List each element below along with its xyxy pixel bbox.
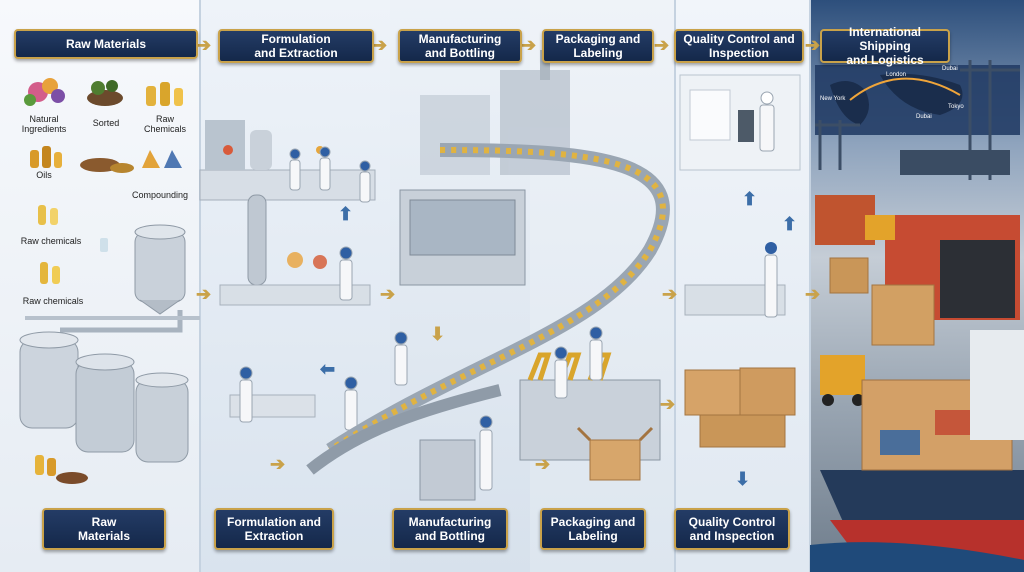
ingredient-basket-icon	[35, 455, 88, 484]
panel-divider	[674, 0, 676, 572]
small-bottles-icon	[38, 205, 108, 284]
map-city-dubai-2: Dubai	[916, 114, 932, 120]
pallet-boxes-icon	[684, 367, 796, 448]
bottom-label-manufacturing: Manufacturing and Bottling	[392, 508, 508, 550]
caption-compounding: Compounding	[131, 190, 189, 200]
caption-sorted: Sorted	[92, 118, 120, 128]
mixing-tank-icon	[134, 224, 186, 315]
lab-bench-icon	[199, 120, 376, 201]
qc-down-arrow-icon: ⬇	[735, 469, 751, 489]
caption-raw-chemicals-3: Raw chemicals	[22, 296, 84, 306]
flow-arrow-icon: ➔	[372, 35, 388, 55]
stage-label-packaging: Packaging and Labeling	[542, 29, 654, 63]
caption-raw-chemicals: Raw Chemicals	[143, 114, 186, 134]
return-arrow-icon: ⬅	[320, 359, 336, 379]
shipping-containers-icon	[815, 195, 1020, 320]
technician-figures-icon	[239, 146, 371, 431]
bottom-label-formulation: Formulation and Extraction	[214, 508, 334, 550]
stage-label-shipping: International Shipping and Logistics	[820, 25, 950, 67]
panel-divider	[199, 0, 201, 572]
map-city-dubai: Dubai	[942, 66, 958, 72]
flow-arrow-icon: ➔	[805, 35, 821, 55]
cargo-pallets-icon	[829, 257, 935, 346]
map-city-london: London	[886, 72, 907, 78]
spices-pile-icon	[80, 158, 134, 173]
sea-water-icon	[810, 542, 1024, 572]
flow-arrow-icon: ➔	[196, 35, 212, 55]
flow-arrow-icon: ➔	[662, 284, 678, 304]
oils-bottles-icon	[30, 146, 62, 168]
cargo-ship-icon	[820, 330, 1024, 560]
stage-label-manufacturing: Manufacturing and Bottling	[398, 29, 522, 63]
map-city-new-york: New York	[820, 96, 846, 102]
cargo-ship-distant-icon	[900, 150, 1010, 175]
sorted-herbs-icon	[87, 80, 123, 106]
bottom-label-raw-materials: Raw Materials	[42, 508, 166, 550]
packaging-workers-icon	[394, 326, 603, 491]
world-map-icon	[815, 65, 1020, 135]
caption-oils: Oils	[36, 170, 52, 180]
flow-arrow-icon: ➔	[660, 394, 676, 414]
bottom-label-packaging: Packaging and Labeling	[540, 508, 646, 550]
raw-chemicals-bottles-icon	[146, 82, 183, 106]
qc-up-arrow-icon: ⬆	[742, 189, 758, 209]
flow-arrow-icon: ➔	[270, 454, 286, 474]
caption-raw-chemicals-2: Raw chemicals	[20, 236, 82, 246]
stage-label-raw-materials: Raw Materials	[14, 29, 198, 59]
inspection-desk-icon	[684, 242, 786, 318]
flow-arrow-icon: ➔	[535, 454, 551, 474]
bottom-label-quality-control: Quality Control and Inspection	[674, 508, 790, 550]
stage-label-formulation: Formulation and Extraction	[218, 29, 374, 63]
workbench-icon	[219, 284, 371, 306]
forklift-icon	[820, 215, 895, 406]
natural-ingredients-icon	[24, 78, 65, 106]
flow-arrow-icon: ➔	[805, 284, 821, 304]
map-city-tokyo: Tokyo	[948, 104, 964, 110]
flow-arrow-icon: ➔	[196, 284, 212, 304]
caption-natural-ingredients: Natural Ingredients	[21, 114, 67, 134]
qc-lab-icon	[679, 74, 801, 171]
flow-up-arrow-icon: ⬆	[338, 204, 354, 224]
distillation-column-icon	[247, 194, 327, 286]
flow-arrow-icon: ➔	[521, 35, 537, 55]
flasks-icon	[142, 150, 182, 168]
flow-arrow-icon: ➔	[380, 284, 396, 304]
flow-arrow-icon: ➔	[654, 35, 670, 55]
cardboard-box-icon	[576, 426, 654, 481]
storage-tanks-icon	[19, 331, 189, 463]
bottle-row-icon	[328, 147, 666, 453]
stage-label-quality-control: Quality Control and Inspection	[674, 29, 804, 63]
panel-divider	[809, 0, 811, 572]
qc-up-arrow-icon: ⬆	[782, 214, 798, 234]
flow-down-arrow-icon: ⬇	[430, 324, 446, 344]
bottling-machine-icon	[399, 189, 526, 501]
